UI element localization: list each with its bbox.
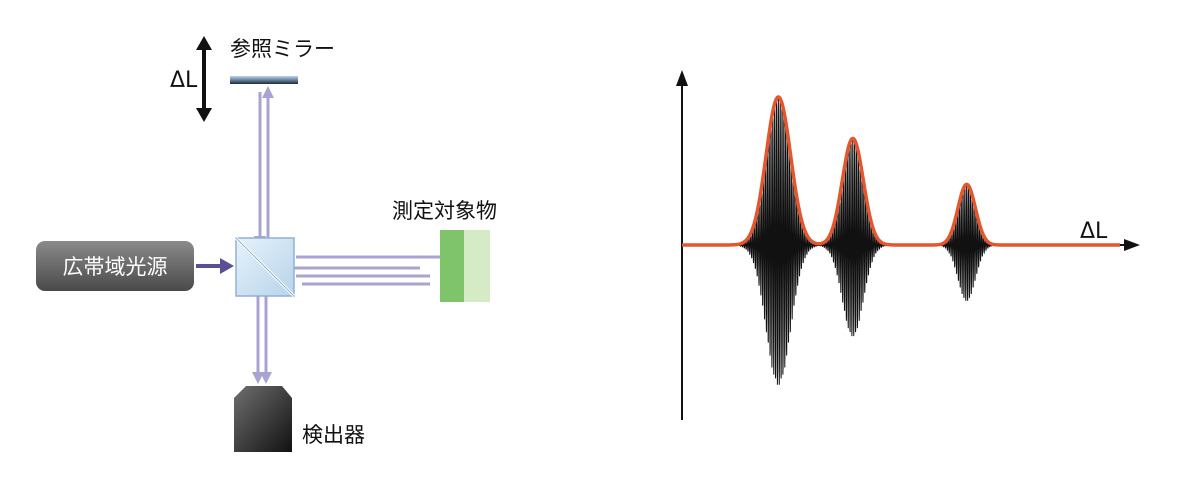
- y-axis-arrowhead: [676, 70, 688, 86]
- fringe-packet-1: [738, 96, 819, 385]
- light-source-label: 広帯域光源: [63, 255, 168, 279]
- detector-beam-arrowhead-b: [260, 372, 272, 384]
- detector-beam-arrowhead-a: [252, 372, 264, 384]
- delta-l-axis-label: ΔL: [1080, 219, 1108, 244]
- interferogram-plot: ΔL: [676, 70, 1140, 420]
- mirror-beam-arrowhead: [262, 86, 274, 98]
- reference-mirror: [230, 76, 298, 84]
- detector-beams: [256, 296, 268, 376]
- light-source-box: [36, 241, 194, 291]
- sample-beams: [288, 255, 460, 286]
- beam-splitter: [234, 236, 296, 298]
- mirror-beams: [258, 92, 270, 244]
- sample-label: 測定対象物: [392, 199, 497, 223]
- detector: [234, 386, 292, 452]
- detector-label: 検出器: [302, 423, 365, 447]
- envelope-curve: [682, 95, 1120, 247]
- x-axis-arrowhead: [1124, 239, 1140, 251]
- source-arrowhead: [220, 258, 234, 274]
- delta-l-mirror-label: ΔL: [170, 68, 198, 93]
- sample: [440, 230, 490, 302]
- interference-fringes: [738, 96, 996, 385]
- mirror-displacement-arrow: [196, 36, 212, 122]
- reference-mirror-label: 参照ミラー: [230, 37, 335, 61]
